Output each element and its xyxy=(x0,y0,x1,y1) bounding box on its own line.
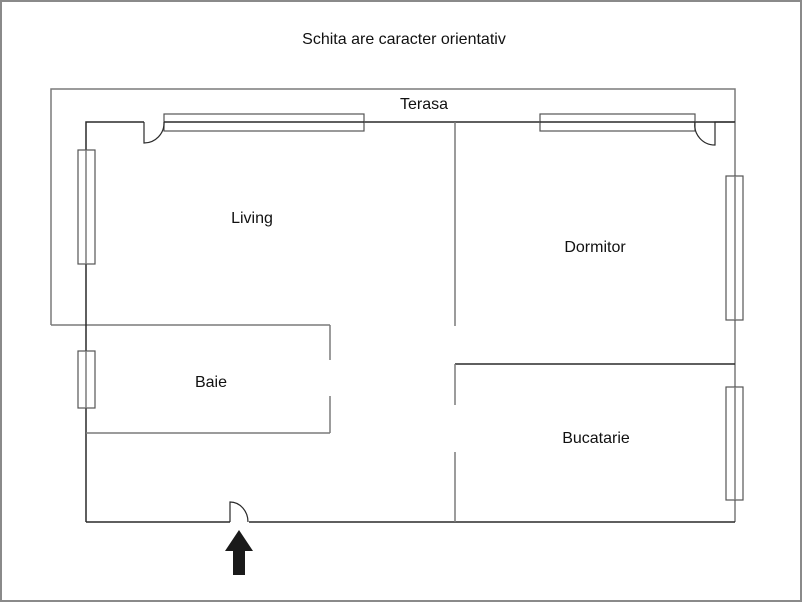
apartment-walls xyxy=(85,121,736,523)
plan-title: Schita are caracter orientativ xyxy=(302,31,506,48)
terrace-outline xyxy=(50,88,736,326)
arrow-up-icon xyxy=(225,530,253,575)
room-label-living: Living xyxy=(231,210,273,227)
door-dormitor-terrace xyxy=(694,121,735,146)
door-entrance xyxy=(229,501,249,523)
door-living-terrace xyxy=(143,121,165,144)
windows xyxy=(77,113,744,501)
room-label-bucatarie: Bucatarie xyxy=(562,430,630,447)
doors xyxy=(143,121,735,523)
room-label-terasa: Terasa xyxy=(400,96,448,113)
room-label-baie: Baie xyxy=(195,374,227,391)
room-label-dormitor: Dormitor xyxy=(564,239,626,256)
